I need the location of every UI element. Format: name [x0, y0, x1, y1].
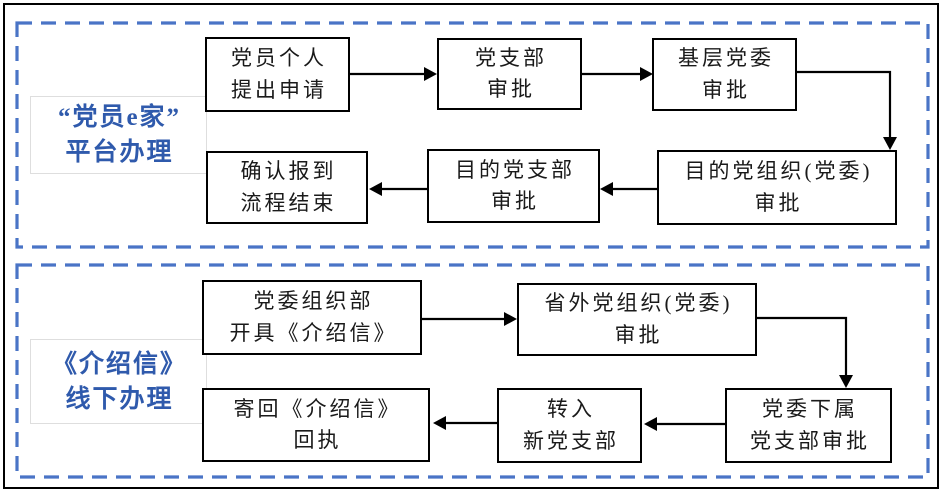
section-label-offline-text: 《介绍信》 线下办理 — [51, 350, 187, 413]
box-party-branch-approval: 党支部 审批 — [437, 38, 582, 110]
box-committee-subordinate-branch-approval-text: 党委下属 党支部审批 — [750, 397, 870, 453]
box-committee-subordinate-branch-approval: 党委下属 党支部审批 — [725, 388, 892, 463]
box-destination-branch-approval: 目的党支部 审批 — [427, 149, 600, 223]
box-mail-back-letter-receipt-text: 寄回《介绍信》 回执 — [233, 396, 402, 453]
arrow-province-org-to-subordinate-branch — [757, 316, 853, 388]
box-grassroots-committee-approval: 基层党委 审批 — [652, 38, 797, 111]
arrow-grassroots-to-destination-org — [797, 70, 897, 150]
box-member-apply: 党员个人 提出申请 — [205, 37, 350, 112]
box-member-apply-text: 党员个人 提出申请 — [231, 46, 327, 102]
section-frame-eplatform — [15, 21, 930, 249]
section-label-offline: 《介绍信》 线下办理 — [30, 339, 207, 424]
arrow-issue-to-province-org — [422, 312, 517, 326]
section-label-eplatform-text: “党员e家” 平台办理 — [57, 104, 182, 166]
box-transfer-to-new-branch-text: 转入 新党支部 — [523, 397, 619, 453]
box-confirm-registration-complete-text: 确认报到 流程结束 — [240, 159, 337, 215]
arrow-subordinate-to-transfer — [644, 417, 725, 431]
box-destination-branch-approval-text: 目的党支部 审批 — [455, 157, 575, 214]
box-out-of-province-org-approval-text: 省外党组织(党委) 审批 — [544, 291, 733, 347]
box-grassroots-committee-approval-text: 基层党委 审批 — [678, 46, 774, 102]
box-party-branch-approval-text: 党支部 审批 — [475, 45, 547, 102]
section-label-eplatform: “党员e家” 平台办理 — [30, 96, 207, 174]
arrow-apply-to-branch — [350, 67, 437, 81]
box-destination-org-approval-text: 目的党组织(党委) 审批 — [684, 159, 873, 215]
box-destination-org-approval: 目的党组织(党委) 审批 — [657, 150, 897, 225]
box-committee-org-dept-issue-letter: 党委组织部 开具《介绍信》 — [202, 280, 422, 355]
section-frame-offline — [15, 263, 930, 479]
box-out-of-province-org-approval: 省外党组织(党委) 审批 — [517, 283, 757, 356]
box-confirm-registration-complete: 确认报到 流程结束 — [206, 151, 368, 224]
outer-border — [3, 3, 939, 489]
box-transfer-to-new-branch: 转入 新党支部 — [497, 388, 642, 463]
arrow-branch-to-grassroots — [582, 67, 653, 81]
arrow-transfer-to-mailback — [433, 416, 497, 430]
box-committee-org-dept-issue-letter-text: 党委组织部 开具《介绍信》 — [229, 289, 398, 345]
arrow-destination-branch-to-confirm — [369, 182, 427, 196]
box-mail-back-letter-receipt: 寄回《介绍信》 回执 — [202, 388, 430, 462]
arrow-destination-org-to-destination-branch — [600, 182, 657, 196]
